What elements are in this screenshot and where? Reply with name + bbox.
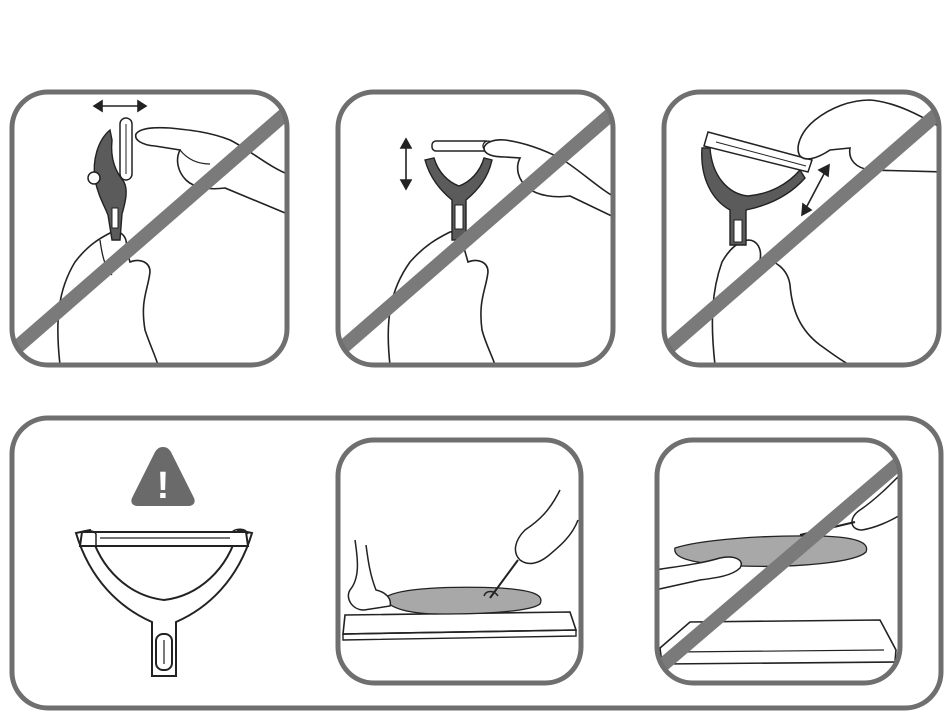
panel-2: [326, 92, 620, 365]
panel-frame: [338, 440, 581, 683]
svg-text:!: !: [157, 465, 170, 507]
warning-triangle-icon: !: [131, 447, 194, 507]
right-hand: [798, 100, 945, 172]
panel-1: [0, 92, 292, 365]
vegetable: [386, 587, 541, 614]
horizontal-double-arrow-icon: [94, 101, 146, 111]
prohibition-slash: [0, 108, 292, 362]
vertical-double-arrow-icon: [401, 139, 411, 189]
blade: [432, 141, 490, 151]
panel-4: [338, 440, 581, 683]
warning-peeler: !: [76, 447, 252, 676]
blade: [704, 132, 812, 172]
panel-3: [652, 92, 945, 365]
panel-5: [645, 440, 905, 683]
